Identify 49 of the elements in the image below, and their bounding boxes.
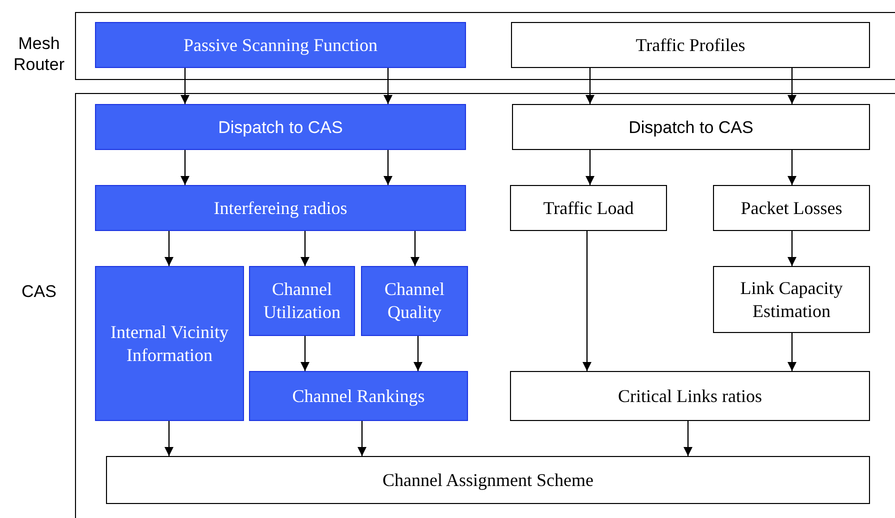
arrow [164,421,174,456]
arrow [164,231,174,266]
arrow [384,150,392,185]
arrow [788,231,796,266]
arrow [384,68,392,104]
arrow [788,68,796,104]
process-box [512,104,870,150]
arrow [300,231,310,266]
process-box [95,22,466,68]
process-box [95,266,244,421]
arrow [788,333,796,371]
process-box [510,185,667,231]
box-label: Link Capacity Estimation [739,276,844,322]
process-box [361,266,468,336]
arrow [586,150,594,185]
box-label: Traffic Load [543,196,634,220]
box-label: Channel Rankings [292,384,425,408]
process-box [713,185,870,231]
process-box [511,22,870,68]
group-heading: Mesh Router [12,33,66,75]
group-heading: CAS [20,281,58,302]
arrow [788,150,796,185]
box-label: Channel Utilization [262,278,342,324]
process-box [95,185,466,231]
arrow [358,421,366,456]
box-label: Traffic Profiles [636,34,746,56]
arrow [180,150,190,185]
arrow [684,421,692,456]
box-label: Passive Scanning Function [184,34,378,56]
arrow [582,231,592,371]
box-label: Channel Assignment Scheme [382,468,594,492]
process-box [510,371,870,421]
box-label: Dispatch to CAS [628,116,754,138]
arrow [586,68,594,104]
arrow [300,336,310,371]
box-label: Critical Links ratios [618,384,762,408]
box-label: Channel Quality [384,278,446,324]
box-label: Interfereing radios [214,196,348,220]
process-box [106,456,870,504]
arrow [410,231,420,266]
process-box [249,371,468,421]
box-label: Dispatch to CAS [218,116,343,138]
process-box [713,266,870,333]
arrow [180,68,190,104]
process-box [249,266,355,336]
box-label: Internal Vicinity Information [109,320,230,366]
process-box [95,104,466,150]
box-label: Packet Losses [740,196,842,220]
arrow [414,336,422,371]
